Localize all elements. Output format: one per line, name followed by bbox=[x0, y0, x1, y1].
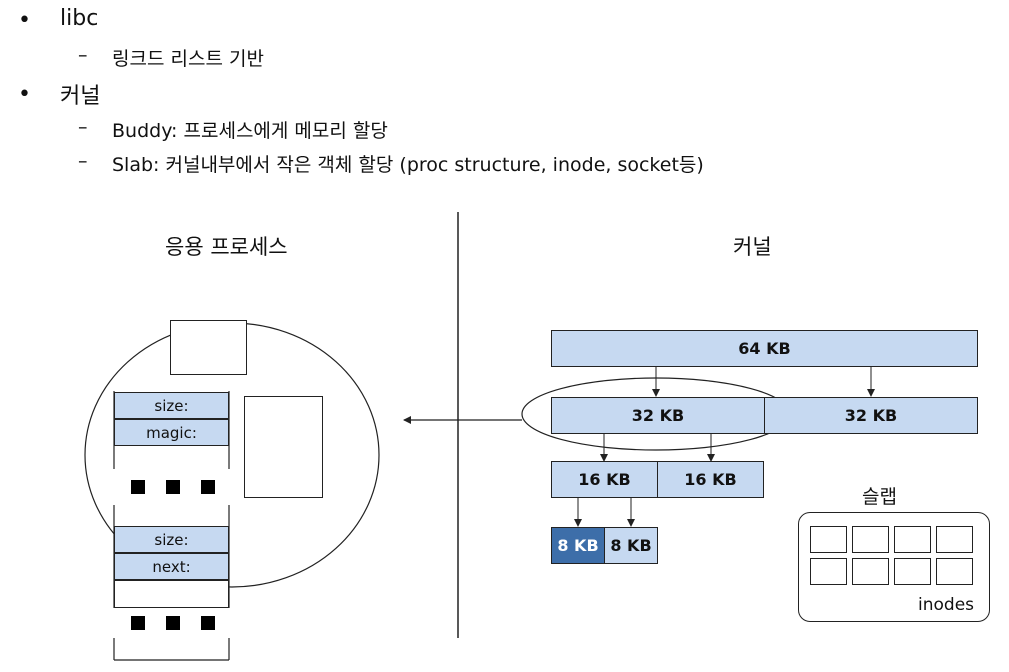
allocated-block bbox=[244, 396, 323, 498]
slab-object bbox=[852, 526, 889, 553]
buddy-16kb-left: 16 KB bbox=[551, 461, 658, 498]
sub-bullet-marker: – bbox=[78, 44, 88, 66]
bullet-kernel: 커널 bbox=[60, 84, 101, 109]
sub-bullet-marker: – bbox=[78, 116, 88, 138]
ellipsis-dot bbox=[131, 480, 145, 494]
ellipsis-dot bbox=[131, 616, 145, 630]
ellipsis-dot bbox=[166, 480, 180, 494]
free-block-body bbox=[114, 580, 229, 608]
buddy-32kb-left: 32 KB bbox=[551, 397, 765, 434]
kernel-heading: 커널 bbox=[733, 235, 772, 259]
buddy-64kb: 64 KB bbox=[551, 330, 978, 367]
buddy-16kb-right: 16 KB bbox=[657, 461, 764, 498]
sub-bullet-buddy: Buddy: 프로세스에게 메모리 할당 bbox=[112, 120, 388, 142]
bullet-libc: libc bbox=[60, 6, 99, 31]
buddy-32kb-right: 32 KB bbox=[764, 397, 978, 434]
free-next-field: next: bbox=[114, 553, 229, 580]
sub-bullet-marker: – bbox=[78, 150, 88, 172]
free-size-field: size: bbox=[114, 526, 229, 553]
allocated-block bbox=[170, 320, 247, 375]
ellipsis-dot bbox=[201, 480, 215, 494]
slab-object bbox=[936, 558, 973, 585]
sub-bullet-slab: Slab: 커널내부에서 작은 객체 할당 (proc structure, i… bbox=[112, 154, 704, 176]
slab-object bbox=[810, 558, 847, 585]
process-heading: 응용 프로세스 bbox=[165, 235, 288, 259]
slab-object bbox=[894, 526, 931, 553]
buddy-8kb-free: 8 KB bbox=[604, 527, 658, 564]
slab-label: inodes bbox=[918, 595, 975, 615]
header-size-field: size: bbox=[114, 392, 229, 419]
bullet-marker: • bbox=[18, 82, 31, 107]
header-magic-field: magic: bbox=[114, 419, 229, 446]
buddy-8kb-allocated: 8 KB bbox=[551, 527, 605, 564]
slab-object bbox=[810, 526, 847, 553]
slab-object bbox=[852, 558, 889, 585]
bullet-marker: • bbox=[18, 8, 31, 33]
sub-bullet-linked-list: 링크드 리스트 기반 bbox=[112, 48, 264, 70]
slab-object bbox=[936, 526, 973, 553]
ellipsis-dot bbox=[201, 616, 215, 630]
slab-title: 슬랩 bbox=[862, 486, 897, 508]
slab-object bbox=[894, 558, 931, 585]
ellipsis-dot bbox=[166, 616, 180, 630]
